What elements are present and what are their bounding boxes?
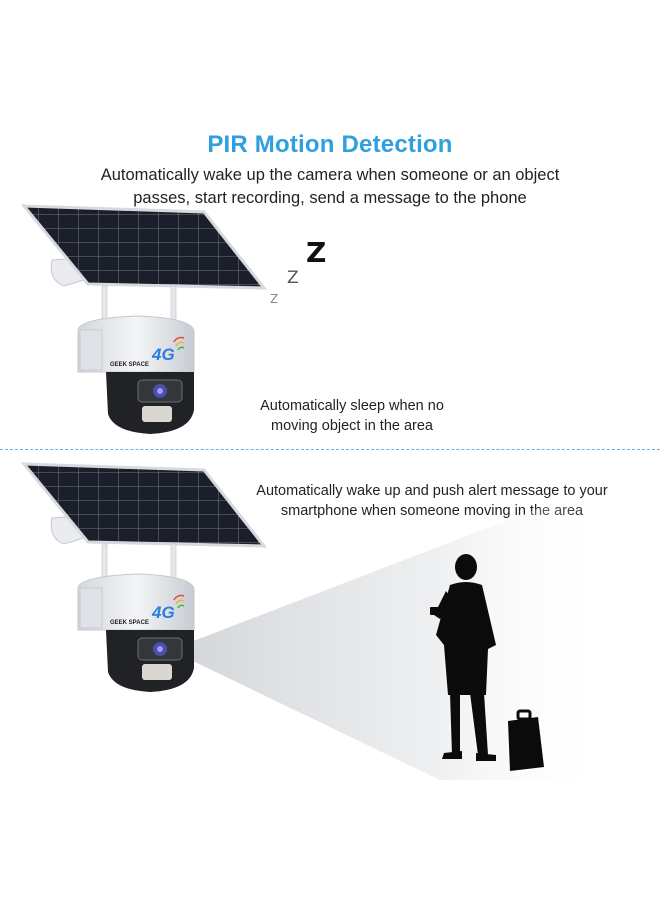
subtitle: Automatically wake up the camera when so… [60, 164, 600, 210]
solar-camera-awake: GEEK SPACE 4G [20, 462, 268, 692]
sleep-z-mid: Z [287, 268, 299, 288]
solar-panel [20, 204, 268, 290]
sleep-z-small: Z [270, 292, 279, 306]
sleep-description-line-1: Automatically sleep when no [260, 398, 444, 414]
camera-head: GEEK SPACE 4G [77, 315, 195, 434]
brand-label: GEEK SPACE [110, 620, 149, 626]
alert-description-line-2: smartphone when someone moving in the ar… [280, 503, 584, 519]
network-badge: 4G [151, 345, 175, 364]
brand-label: GEEK SPACE [110, 362, 149, 368]
alert-description-line-1: Automatically wake up and push alert mes… [256, 483, 608, 499]
sleep-description-line-2: moving object in the area [270, 418, 433, 434]
sleep-z-large: Z [306, 236, 327, 269]
alert-description: Automatically wake up and push alert mes… [232, 481, 632, 521]
camera-head: GEEK SPACE 4G [77, 573, 195, 692]
subtitle-line-1: Automatically wake up the camera when so… [100, 166, 560, 184]
detection-beam [170, 500, 610, 780]
page-title: PIR Motion Detection [207, 131, 453, 158]
network-badge: 4G [151, 603, 175, 622]
subtitle-line-2: passes, start recording, send a message … [133, 189, 527, 207]
section-divider [0, 449, 660, 450]
person-silhouette [430, 554, 544, 771]
sleep-description: Automatically sleep when no moving objec… [232, 396, 472, 436]
solar-panel [20, 462, 268, 548]
solar-camera-sleeping: GEEK SPACE 4G [20, 204, 268, 434]
